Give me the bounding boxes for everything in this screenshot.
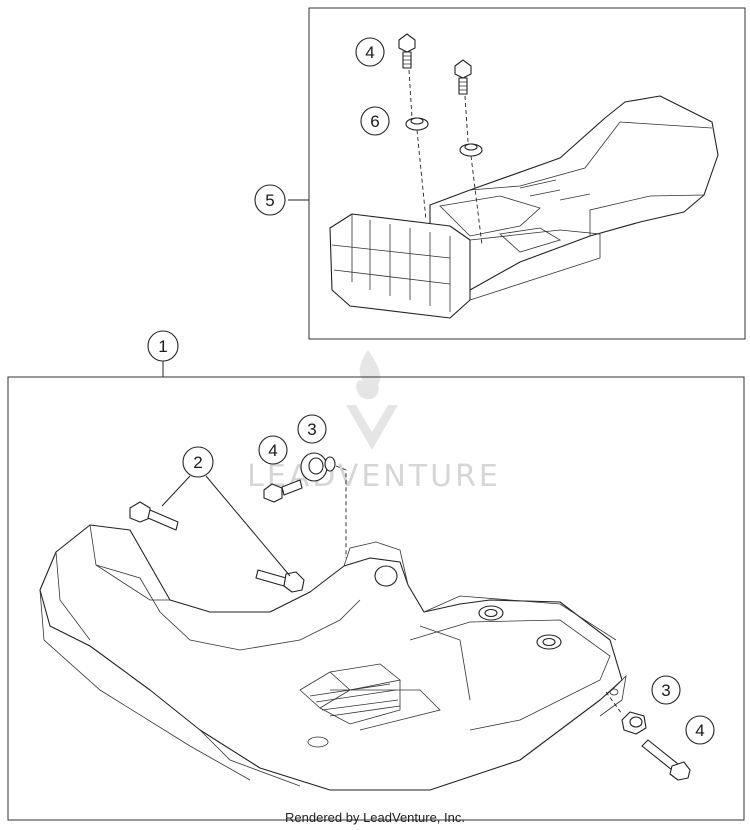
top-washer-left xyxy=(405,117,429,131)
watermark-logo xyxy=(346,350,398,450)
long-bolt-lower xyxy=(255,569,305,593)
assembly-line-top-left xyxy=(408,69,427,221)
long-bolt-upper xyxy=(129,501,179,531)
svg-text:3: 3 xyxy=(661,681,670,700)
svg-text:4: 4 xyxy=(268,441,277,460)
callout-3-bottom: 3 xyxy=(651,675,681,705)
callout-1: 1 xyxy=(147,330,179,362)
callout-4-top: 4 xyxy=(355,37,385,67)
callout-2: 2 xyxy=(182,446,214,478)
leader-2b xyxy=(205,475,291,577)
assembly-frame-main xyxy=(7,376,745,821)
bolt-mid xyxy=(263,479,303,503)
rubber-damper-bottom xyxy=(621,711,647,735)
rubber-damper-mid xyxy=(300,452,336,482)
svg-text:4: 4 xyxy=(695,721,704,740)
svg-text:4: 4 xyxy=(365,43,374,62)
svg-text:5: 5 xyxy=(265,191,274,210)
detail-frame-top xyxy=(308,7,746,340)
svg-text:2: 2 xyxy=(193,453,202,472)
callout-4-bottom: 4 xyxy=(685,715,715,745)
top-bolt-right xyxy=(454,59,472,95)
svg-text:6: 6 xyxy=(370,112,379,131)
bolt-bottom xyxy=(641,739,691,781)
callout-3-mid: 3 xyxy=(297,414,327,444)
callout-4-mid: 4 xyxy=(258,435,288,465)
svg-text:3: 3 xyxy=(307,420,316,439)
assembly-line-bottom xyxy=(605,691,623,715)
skid-protector-part xyxy=(329,95,719,319)
assembly-line-top-right xyxy=(464,95,483,246)
svg-text:1: 1 xyxy=(158,337,167,356)
footer-credit: Rendered by LeadVenture, Inc. xyxy=(285,810,465,825)
top-washer-right xyxy=(459,143,483,157)
skid-plate-part xyxy=(39,524,627,791)
top-bolt-left xyxy=(398,33,416,69)
assembly-line-mid xyxy=(335,465,347,558)
callout-5: 5 xyxy=(254,184,286,216)
leader-2a xyxy=(161,475,191,507)
callout-6-top: 6 xyxy=(360,106,390,136)
